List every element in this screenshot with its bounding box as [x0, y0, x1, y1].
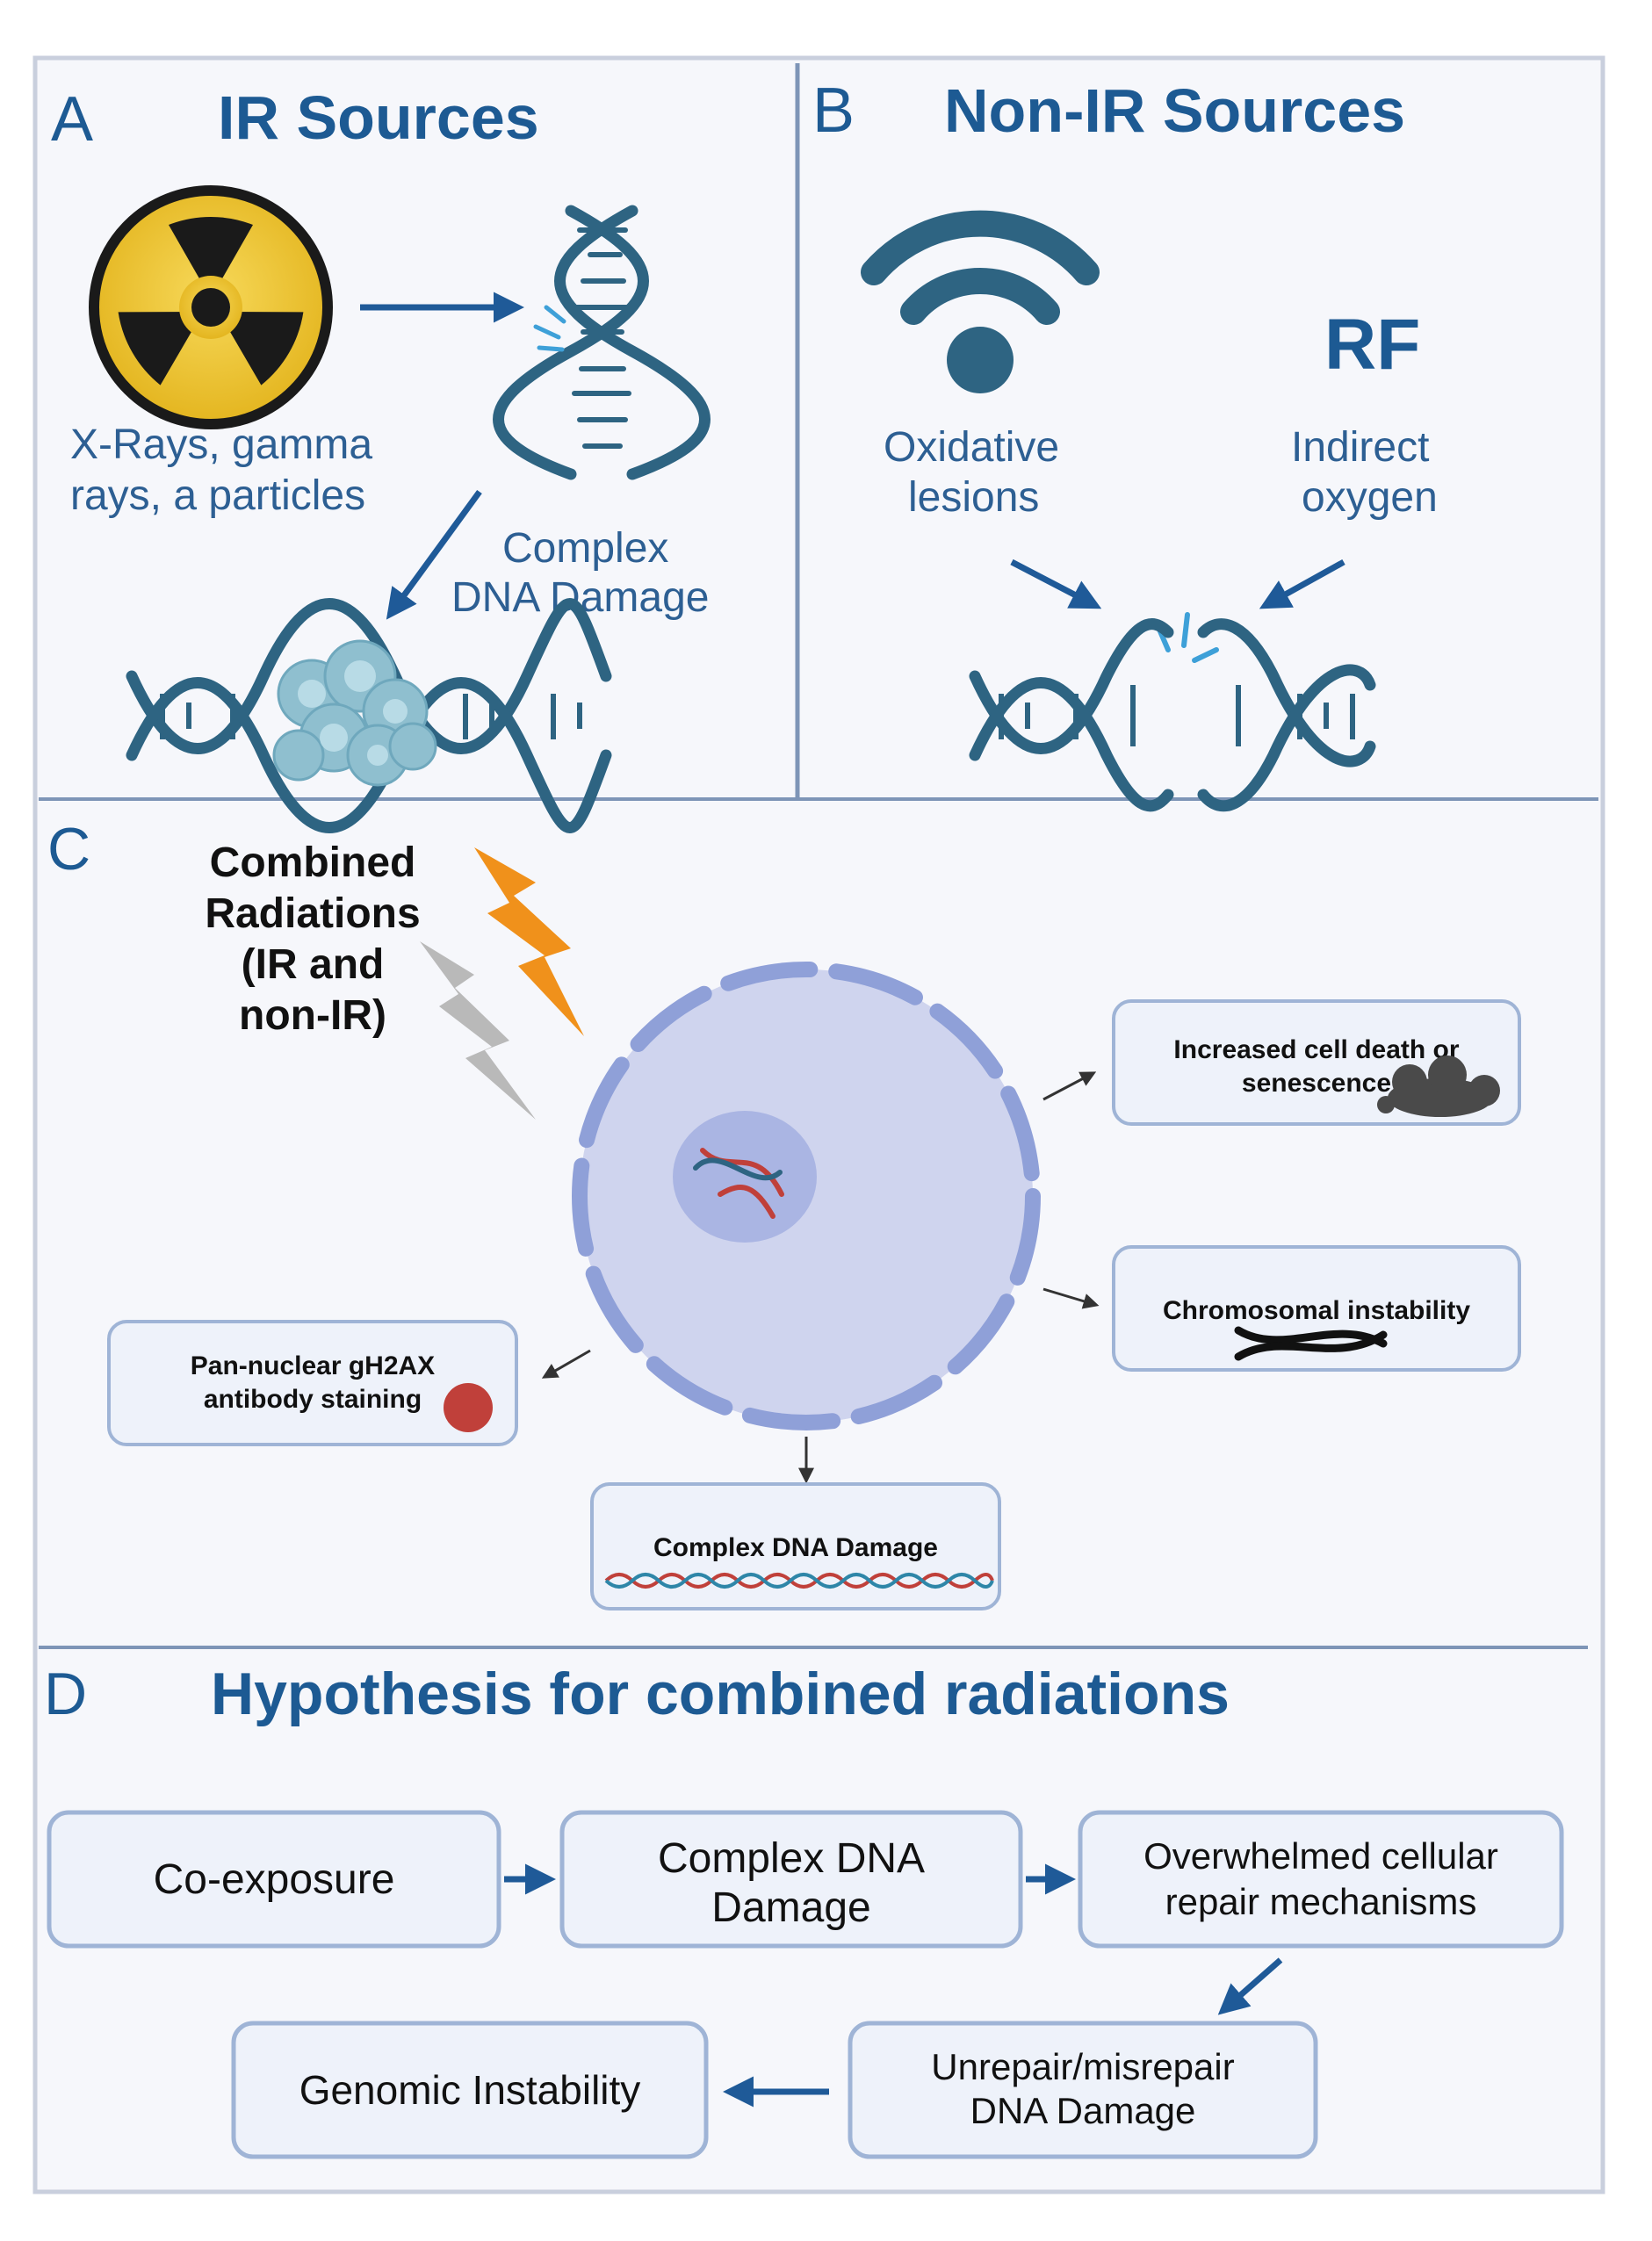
outcome-cell-death-line1: Increased cell death or: [1173, 1035, 1459, 1064]
panel-d: D Hypothesis for combined radiations Co-…: [44, 1661, 1564, 2159]
panel-d-title: Hypothesis for combined radiations: [211, 1661, 1230, 1727]
panel-c: C Combined Radiations (IR and non-IR): [47, 816, 1521, 1610]
lightning-bolt-icon-gray: [420, 941, 536, 1120]
chromosome-icon: [1234, 1326, 1388, 1361]
step-overwhelmed-line2: repair mechanisms: [1165, 1881, 1477, 1922]
panel-c-letter: C: [47, 816, 90, 883]
outcome-staining-box: Pan-nuclear gH2AX antibody staining: [107, 1320, 518, 1446]
complex-damage-label-line1: Complex: [502, 525, 668, 572]
ir-sources-label-line1: X-Rays, gamma: [70, 422, 372, 468]
outcome-chromosomal-box: Chromosomal instability: [1112, 1245, 1521, 1372]
step-genomic-instability-box: Genomic Instability: [231, 2021, 709, 2159]
stained-nucleus-icon: [444, 1383, 493, 1432]
outcome-staining-line1: Pan-nuclear gH2AX: [191, 1351, 435, 1380]
step-genomic-instability-label: Genomic Instability: [299, 2067, 641, 2113]
arrow-to-complex-damage: [386, 489, 482, 620]
rf-label: RF: [1324, 305, 1420, 385]
panel-d-letter: D: [44, 1661, 87, 1727]
necrotic-cell-icon: [1377, 1056, 1500, 1117]
outcome-chromosomal-label: Chromosomal instability: [1163, 1296, 1470, 1325]
arrow-to-cell-death: [1042, 1071, 1097, 1101]
indirect-label-line1: Indirect: [1291, 424, 1429, 471]
step-co-exposure-box: Co-exposure: [47, 1810, 501, 1949]
step-overwhelmed-line1: Overwhelmed cellular: [1143, 1835, 1498, 1877]
outcome-cell-death-box: Increased cell death or senescence: [1112, 999, 1521, 1126]
panel-a-letter: A: [51, 84, 93, 155]
step-complex-damage-line2: Damage: [711, 1884, 870, 1931]
step-complex-damage-box: Complex DNA Damage: [559, 1810, 1023, 1949]
combined-label-line2: Radiations: [205, 890, 420, 937]
step-unrepair-line2: DNA Damage: [970, 2090, 1196, 2131]
nucleus: [673, 1111, 817, 1243]
ir-sources-label-line2: rays, a particles: [70, 472, 365, 519]
outcome-dna-damage-label: Complex DNA Damage: [653, 1533, 938, 1562]
panel-b-title: Non-IR Sources: [944, 76, 1405, 145]
oxidative-label-line1: Oxidative: [884, 424, 1059, 471]
lightning-bolt-icon-orange: [474, 847, 584, 1036]
nuclear-dna-icon: [693, 1148, 784, 1219]
panel-a-title: IR Sources: [218, 83, 539, 152]
arrow-oxidative: [1010, 558, 1102, 609]
combined-label-line1: Combined: [210, 839, 416, 886]
wifi-signal-icon: [861, 210, 1100, 393]
arrow-to-staining: [541, 1349, 591, 1379]
arrow-to-chromosomal: [1042, 1287, 1100, 1309]
dna-break-icon: [969, 618, 1376, 812]
combined-label-line3: (IR and: [242, 941, 385, 988]
radiation-hazard-icon: [89, 185, 333, 429]
panel-a: A IR Sources: [51, 83, 711, 833]
panel-b: B Non-IR Sources RF Oxidative lesions In…: [812, 76, 1438, 812]
step-complex-damage-line1: Complex DNA: [658, 1835, 925, 1882]
step-unrepair-line1: Unrepair/misrepair: [931, 2046, 1234, 2087]
outcome-cell-death-line2: senescence: [1242, 1069, 1391, 1098]
panel-b-letter: B: [812, 76, 855, 146]
outcome-staining-line2: antibody staining: [204, 1385, 422, 1414]
dna-helix-icon: [493, 205, 711, 480]
cell-icon: [572, 962, 1041, 1430]
outcome-dna-damage-box: Complex DNA Damage: [590, 1482, 1001, 1610]
dna-cluster-damage-icon: [126, 598, 612, 833]
arrow-step3-step4: [1217, 1957, 1283, 2015]
damage-spark-icon: [533, 305, 566, 352]
indirect-label-line2: oxygen: [1302, 474, 1438, 521]
step-unrepair-box: Unrepair/misrepair DNA Damage: [848, 2021, 1318, 2159]
arrow-indirect: [1259, 558, 1345, 609]
oxidative-label-line2: lesions: [908, 474, 1039, 521]
dna-strand-icon: [604, 1573, 994, 1589]
step-overwhelmed-box: Overwhelmed cellular repair mechanisms: [1078, 1810, 1564, 1949]
combined-label-line4: non-IR): [239, 992, 386, 1039]
step-co-exposure-label: Co-exposure: [154, 1856, 395, 1903]
